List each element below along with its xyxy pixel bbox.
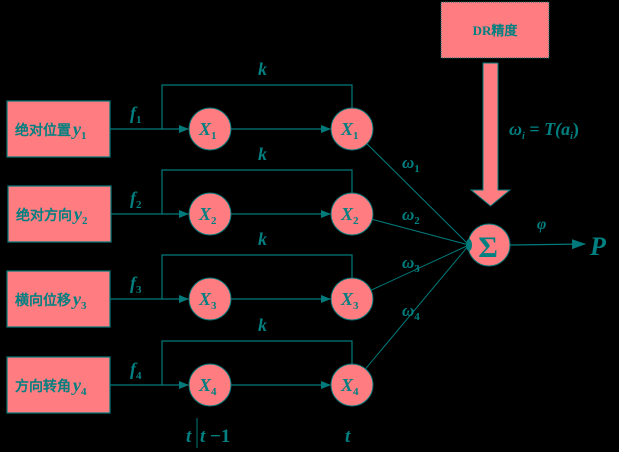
dr-precision-box: DR精度 [440,1,550,59]
time-t-prev: t [200,426,206,447]
dr-label: DR [473,23,492,38]
weight-label: ω2 [402,205,420,227]
time-labels: t t −1 t [186,418,351,448]
sum-node: Σ [466,223,511,267]
input-box [6,270,111,328]
weight-formula: ωi = T(ai) [509,119,579,142]
curr-state-node [330,363,374,407]
weight-line [372,218,470,246]
input-box [6,356,111,414]
input-box [6,100,111,158]
sum-input-dot [466,239,472,251]
prev-state-label: X1 [198,119,217,142]
curr-state-node [330,107,374,151]
feedback-k-label: k [258,229,267,249]
curr-state-label: X1 [340,119,359,142]
sum-symbol: Σ [478,231,498,264]
curr-state-node [330,192,374,236]
prev-state-label: X4 [198,375,217,398]
feedback-bracket [161,169,353,214]
time-minus-one: −1 [210,426,230,447]
precision-label: 精度 [491,23,518,39]
time-t-left: t [186,426,192,447]
feedback-k-label: k [258,144,267,164]
time-t-right: t [345,426,351,447]
weight-label: ω4 [402,301,420,323]
filter-label: f1 [130,103,142,126]
weight-line [365,244,470,370]
weight-label: ω3 [402,253,420,275]
feedback-k-label: k [258,315,267,335]
prev-state-label: X2 [198,204,217,227]
filter-label: f4 [130,359,142,382]
weight-line [366,143,470,246]
curr-state-label: X3 [340,289,359,312]
down-arrow-icon [469,62,512,207]
filter-label: f2 [130,188,142,211]
feedback-k-label: k [258,59,267,79]
output-arrow [509,239,586,250]
input-box [7,185,112,243]
feedback-bracket [161,340,353,385]
weight-label: ω1 [402,153,420,175]
output-p-label: P [589,232,607,261]
feedback-bracket [161,254,353,299]
curr-state-node [330,277,374,321]
prev-state-label: X3 [198,289,217,312]
feedback-bracket [161,84,353,129]
curr-state-label: X4 [340,375,359,398]
phi-label: φ [537,216,546,233]
svg-text:DR精度: DR精度 [473,23,519,39]
weight-line [370,244,470,291]
filter-label: f3 [130,273,142,296]
curr-state-label: X2 [340,204,359,227]
